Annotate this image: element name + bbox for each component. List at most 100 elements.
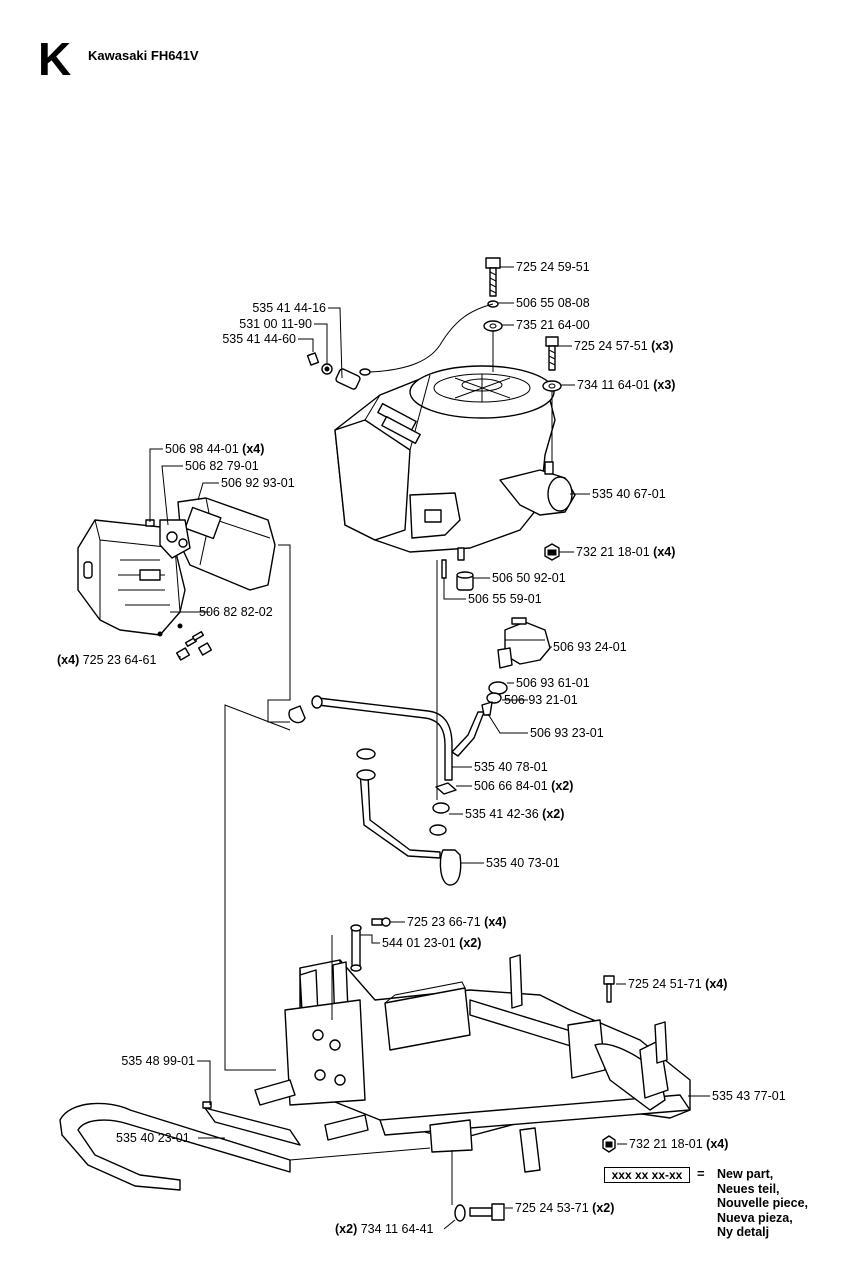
part-number: 506 92 93-01	[221, 476, 295, 490]
svg-text:(x2) 734 11 64-41: (x2) 734 11 64-41	[335, 1222, 434, 1236]
part-number: 535 41 42-36	[465, 807, 539, 821]
part-number: 725 23 64-61	[83, 653, 157, 667]
part-number: 732 21 18-01	[629, 1137, 703, 1151]
legend-text: New part, Neues teil, Nouvelle piece, Nu…	[717, 1167, 857, 1240]
svg-text:506 82 79-01: 506 82 79-01	[185, 459, 259, 473]
svg-text:535 40 78-01: 535 40 78-01	[474, 760, 548, 774]
part-number: 725 24 59-51	[516, 260, 590, 274]
front-bumper-tube	[59, 1102, 291, 1191]
svg-text:725 24 59-51: 725 24 59-51	[516, 260, 590, 274]
svg-text:725 24 51-71 (x4): 725 24 51-71 (x4)	[628, 977, 727, 991]
part-number: 535 48 99-01	[121, 1054, 195, 1068]
part-number: 506 50 92-01	[492, 571, 566, 585]
legend-line: Nouvelle piece,	[717, 1196, 809, 1210]
legend-line: New part,	[717, 1167, 774, 1181]
part-number: 725 24 57-51	[574, 339, 648, 353]
part-number: 506 98 44-01	[165, 442, 239, 456]
part-quantity: (x4)	[57, 653, 79, 667]
part-quantity: (x2)	[542, 807, 564, 821]
part-quantity: (x2)	[459, 936, 481, 950]
part-quantity: (x4)	[484, 915, 506, 929]
engine-top-bolt	[483, 257, 503, 332]
part-quantity: (x2)	[551, 779, 573, 793]
part-quantity: (x3)	[653, 378, 675, 392]
part-number: 506 93 23-01	[530, 726, 604, 740]
svg-text:(x4) 725 23 64-61: (x4) 725 23 64-61	[57, 653, 156, 667]
part-number: 531 00 11-90	[239, 317, 312, 331]
part-quantity: (x2)	[592, 1201, 614, 1215]
svg-text:735 21 64-00: 735 21 64-00	[516, 318, 590, 332]
part-quantity: (x4)	[706, 1137, 728, 1151]
part-number: 734 11 64-41	[361, 1222, 434, 1236]
svg-text:506 50 92-01: 506 50 92-01	[492, 571, 566, 585]
svg-text:535 41 44-60: 535 41 44-60	[222, 332, 296, 346]
svg-text:506 93 61-01: 506 93 61-01	[516, 676, 590, 690]
part-number: 535 40 67-01	[592, 487, 666, 501]
legend-line: Nueva pieza,	[717, 1210, 793, 1225]
part-number: 725 24 51-71	[628, 977, 702, 991]
fuel-filter	[481, 617, 551, 716]
mower-frame	[254, 954, 691, 1173]
part-callouts: 725 24 59-51 506 55 08-08 735 21 64-00 7…	[57, 260, 786, 1236]
part-number: 535 40 73-01	[486, 856, 560, 870]
svg-text:531 00 11-90: 531 00 11-90	[239, 317, 312, 331]
legend-code-box: xxx xx xx-xx	[604, 1167, 690, 1183]
part-number: 725 24 53-71	[515, 1201, 589, 1215]
svg-text:506 93 24-01: 506 93 24-01	[553, 640, 627, 654]
page-title: Kawasaki FH641V	[88, 48, 199, 63]
engine-side-bolt	[542, 336, 562, 561]
svg-text:506 93 21-01: 506 93 21-01	[504, 693, 578, 707]
part-number: 506 93 24-01	[553, 640, 627, 654]
part-number: 506 93 61-01	[516, 676, 590, 690]
part-number: 506 82 82-02	[199, 605, 273, 619]
part-number: 506 55 59-01	[468, 592, 542, 606]
bumper-bracket	[202, 1101, 301, 1146]
part-quantity: (x2)	[335, 1222, 357, 1236]
engine-illustration	[334, 365, 576, 561]
svg-text:544 01 23-01 (x2): 544 01 23-01 (x2)	[382, 936, 481, 950]
part-number: 535 41 44-60	[222, 332, 296, 346]
frame-bolt	[602, 975, 616, 1153]
svg-text:506 55 08-08: 506 55 08-08	[516, 296, 590, 310]
svg-text:506 93 23-01: 506 93 23-01	[530, 726, 604, 740]
svg-text:535 40 67-01: 535 40 67-01	[592, 487, 666, 501]
lower-fuel-pipe	[356, 748, 462, 886]
part-number: 544 01 23-01	[382, 936, 456, 950]
section-letter: K	[38, 33, 72, 85]
legend-line: Ny detalj	[717, 1225, 770, 1239]
part-number: 735 21 64-00	[516, 318, 590, 332]
part-number: 535 43 77-01	[712, 1089, 786, 1103]
svg-text:535 40 73-01: 535 40 73-01	[486, 856, 560, 870]
part-number: 506 55 08-08	[516, 296, 590, 310]
part-quantity: (x4)	[705, 977, 727, 991]
part-number: 734 11 64-01	[577, 378, 650, 392]
part-quantity: (x4)	[242, 442, 264, 456]
part-number: 732 21 18-01	[576, 545, 650, 559]
part-number: 506 66 84-01	[474, 779, 548, 793]
legend-equals: =	[697, 1166, 705, 1181]
part-number: 506 82 79-01	[185, 459, 259, 473]
svg-text:732 21 18-01 (x4): 732 21 18-01 (x4)	[629, 1137, 728, 1151]
leader-lines	[149, 266, 710, 1230]
fuel-line-pipe	[288, 695, 485, 781]
svg-text:725 24 53-71 (x2): 725 24 53-71 (x2)	[515, 1201, 614, 1215]
part-quantity: (x4)	[653, 545, 675, 559]
svg-text:506 66 84-01 (x2): 506 66 84-01 (x2)	[474, 779, 573, 793]
part-number: 725 23 66-71	[407, 915, 481, 929]
svg-text:535 41 42-36 (x2): 535 41 42-36 (x2)	[465, 807, 564, 821]
svg-text:732 21 18-01 (x4): 732 21 18-01 (x4)	[576, 545, 675, 559]
part-number: 535 41 44-16	[252, 301, 326, 315]
air-filter-housing	[145, 497, 276, 591]
svg-text:535 48 99-01: 535 48 99-01	[121, 1054, 195, 1068]
muffler-bolts	[175, 631, 213, 661]
part-number: 535 40 23-01	[116, 1131, 190, 1145]
svg-text:535 41 44-16: 535 41 44-16	[252, 301, 326, 315]
part-number: 506 93 21-01	[504, 693, 578, 707]
svg-text:506 55 59-01: 506 55 59-01	[468, 592, 542, 606]
svg-text:535 40 23-01: 535 40 23-01	[116, 1131, 190, 1145]
svg-text:725 24 57-51 (x3): 725 24 57-51 (x3)	[574, 339, 673, 353]
strap-bracket	[350, 917, 391, 972]
engine-spacer	[441, 559, 474, 591]
muffler-guard	[77, 519, 186, 637]
